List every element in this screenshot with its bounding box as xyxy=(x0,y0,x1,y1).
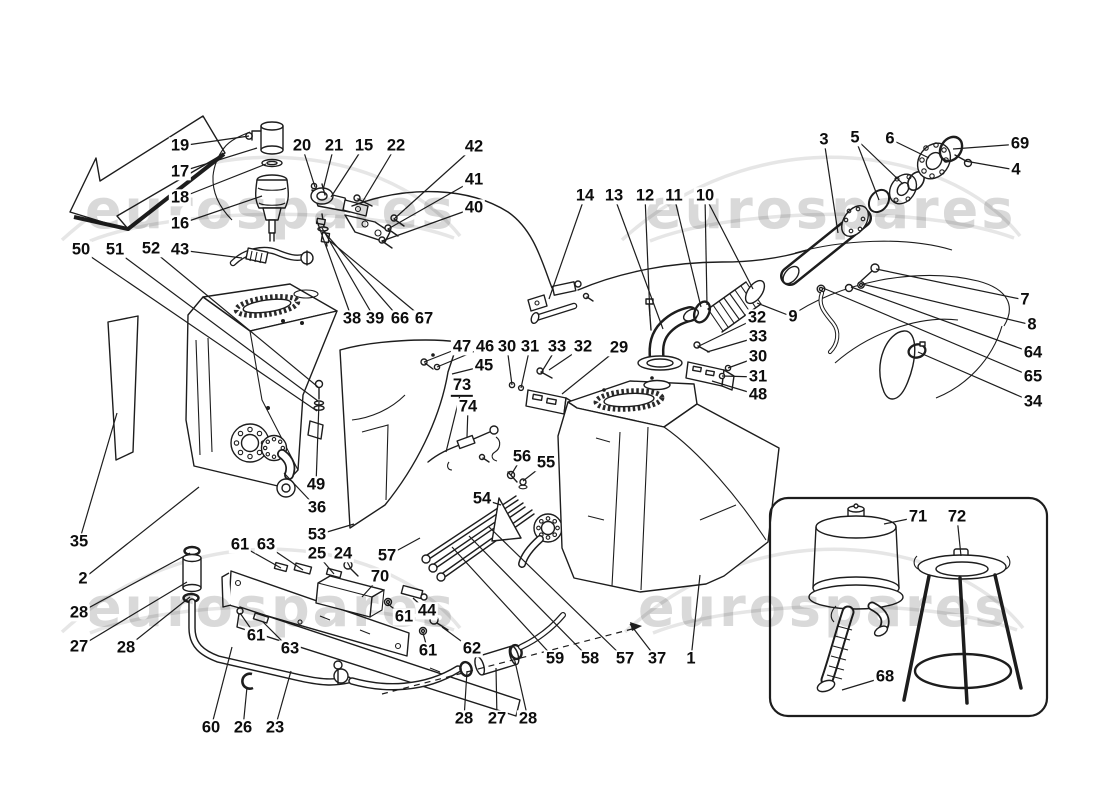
leader-line-19 xyxy=(179,135,250,147)
watermark-layer: eurospares eurospares eurospares eurospa… xyxy=(85,178,1016,639)
leader-line-30 xyxy=(727,356,759,369)
inset-detail-box xyxy=(768,496,1049,718)
leader-line-52 xyxy=(150,248,319,388)
leader-line-68 xyxy=(841,676,886,691)
leader-line-6 xyxy=(889,138,930,159)
leader-line-9 xyxy=(756,302,794,318)
leader-line-38 xyxy=(316,220,353,320)
leader-line-18 xyxy=(179,163,267,199)
watermark-text: eurospares xyxy=(638,576,1009,639)
leader-line-60 xyxy=(210,646,233,729)
leader-line-2 xyxy=(82,486,200,580)
sensor-cable xyxy=(427,425,501,471)
leader-line-11 xyxy=(673,195,702,308)
leader-line-56 xyxy=(510,456,523,476)
leader-line-27 xyxy=(495,667,498,720)
leader-line-32 xyxy=(698,317,758,347)
leader-line-17 xyxy=(179,147,258,173)
leader-line-57 xyxy=(386,537,421,557)
filler-neck-assembly xyxy=(637,135,1010,400)
leader-line-10 xyxy=(704,195,708,306)
side-shield-panel xyxy=(107,315,139,461)
leader-line-7 xyxy=(875,268,1026,301)
leader-line-5 xyxy=(854,137,880,201)
left-fuel-tank xyxy=(185,283,338,498)
leader-line-73 xyxy=(445,386,463,453)
leader-line-32 xyxy=(548,346,584,371)
leader-line-42 xyxy=(393,146,475,220)
leader-line-16 xyxy=(179,195,263,225)
watermark-text: eurospares xyxy=(85,576,456,639)
leader-line-10 xyxy=(704,195,754,290)
watermark-text: eurospares xyxy=(85,178,456,241)
leader-line-49 xyxy=(315,401,320,486)
leader-line-43 xyxy=(179,249,243,259)
leader-line-59 xyxy=(451,546,556,660)
filter-canister xyxy=(808,503,904,637)
leader-line-57 xyxy=(487,525,626,660)
leader-line-27 xyxy=(78,581,188,648)
leader-line-5 xyxy=(854,137,904,185)
mounting-bracket-rail xyxy=(221,560,521,717)
leader-line-45 xyxy=(451,365,485,375)
fuel-filter-assembly xyxy=(212,121,405,249)
leader-line-58 xyxy=(468,535,591,660)
leader-line-30 xyxy=(506,346,513,386)
drain-hose xyxy=(816,605,855,693)
tank-straps xyxy=(421,470,563,582)
leader-line-64 xyxy=(850,286,1034,354)
leader-line-14 xyxy=(548,195,586,300)
leader-line-8 xyxy=(861,283,1033,326)
leader-line-53 xyxy=(316,523,355,536)
leader-line-65 xyxy=(822,287,1034,378)
leader-line-3 xyxy=(823,139,839,234)
leader-line-22 xyxy=(362,145,397,202)
tank-shield-panel xyxy=(339,339,459,529)
leader-line-55 xyxy=(522,462,547,482)
leader-line-4 xyxy=(964,160,1017,171)
leader-line-41 xyxy=(387,179,475,230)
leader-line-40 xyxy=(381,207,475,242)
leader-line-67 xyxy=(329,240,425,320)
leader-line-26 xyxy=(242,686,248,729)
watermark-text: eurospares xyxy=(645,178,1016,241)
leader-line-35 xyxy=(78,412,118,543)
braided-hose xyxy=(229,246,314,267)
leader-line-50 xyxy=(80,249,318,412)
leader-line-1 xyxy=(690,574,701,660)
leader-line-13 xyxy=(613,195,664,330)
leader-line-33 xyxy=(540,346,558,374)
leader-line-51 xyxy=(114,249,319,402)
leader-line-33 xyxy=(706,336,759,353)
leader-line-28 xyxy=(513,656,529,720)
fuel-hoses xyxy=(182,545,642,695)
mount-bracket-right xyxy=(685,341,735,391)
right-fuel-tank xyxy=(557,376,780,593)
vent-valve-cluster xyxy=(527,280,594,325)
leader-line-39 xyxy=(321,227,376,320)
leader-line-74 xyxy=(466,406,469,438)
leader-line-48 xyxy=(711,380,759,396)
leader-line-12 xyxy=(644,195,651,317)
leader-line-23 xyxy=(274,670,292,729)
leader-line-34 xyxy=(917,351,1034,403)
leader-line-28 xyxy=(78,552,191,614)
leader-line-31 xyxy=(520,346,531,389)
